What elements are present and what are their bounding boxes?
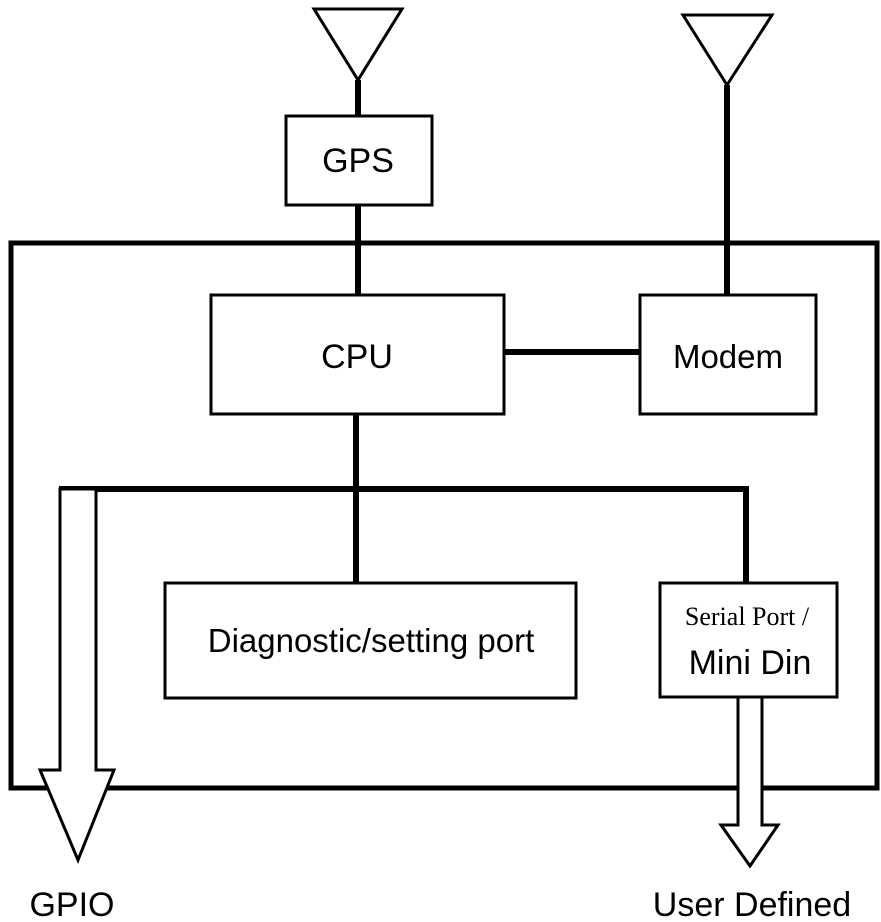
gps-label: GPS: [322, 142, 394, 180]
serial-port-box: [658, 581, 839, 699]
mini-din-label: Mini Din: [689, 644, 812, 682]
modem-label: Modem: [673, 338, 783, 375]
serial-output-arrow-icon: [718, 695, 781, 869]
gpio-label: GPIO: [29, 886, 114, 922]
device-enclosure: [8, 240, 880, 791]
gps-antenna-icon: [311, 7, 405, 83]
diagnostic-port-label: Diagnostic/setting port: [208, 622, 535, 659]
user-defined-label: User Defined: [653, 886, 851, 922]
modem-box: [638, 293, 818, 416]
gps-box: [284, 114, 434, 207]
gpio-arrow-icon: [37, 487, 117, 864]
cpu-label: CPU: [321, 338, 393, 376]
cpu-box: [209, 293, 506, 416]
diagnostic-port-box: [163, 581, 578, 700]
serial-port-label: Serial Port /: [685, 602, 810, 631]
modem-antenna-icon: [680, 13, 775, 88]
